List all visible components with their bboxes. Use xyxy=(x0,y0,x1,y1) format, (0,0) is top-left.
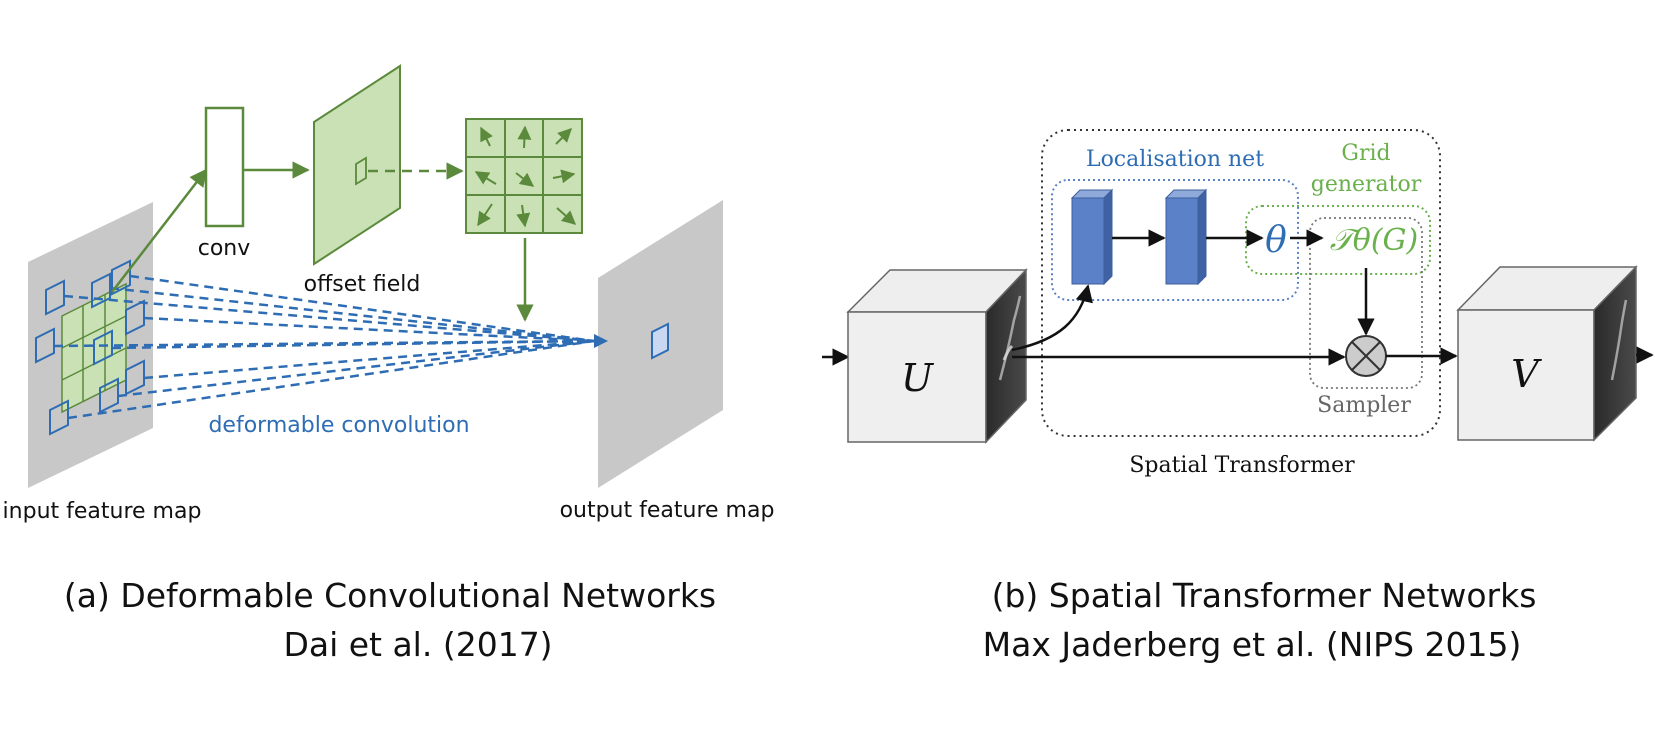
output-cube-V xyxy=(1456,265,1638,442)
conv-box xyxy=(204,106,245,228)
grid-generator-label-line2: generator xyxy=(1311,172,1422,197)
input-feature-map-label: input feature map xyxy=(3,499,202,524)
caption-b-line2: Max Jaderberg et al. (NIPS 2015) xyxy=(983,625,1522,664)
localisation-layer-1 xyxy=(1070,188,1114,286)
arrow-input-to-conv xyxy=(111,168,208,293)
grid-generator-label-line1: Grid xyxy=(1341,141,1390,166)
localisation-net-label: Localisation net xyxy=(1086,147,1264,172)
offsets-grid xyxy=(465,118,583,234)
panel-a: conv offset field input feature map outp… xyxy=(3,64,775,664)
deformable-convolution-label: deformable convolution xyxy=(208,413,469,438)
caption-a-line2: Dai et al. (2017) xyxy=(283,625,552,664)
conv-label: conv xyxy=(198,236,251,261)
deformed-sampling-locations xyxy=(35,259,145,436)
sampler-label: Sampler xyxy=(1317,393,1411,418)
localisation-layer-2 xyxy=(1164,188,1208,286)
localisation-net-box xyxy=(1051,179,1299,301)
U-label: U xyxy=(901,356,935,400)
theta-symbol: θ xyxy=(1265,220,1287,261)
spatial-transformer-box xyxy=(1041,129,1441,437)
V-label: V xyxy=(1511,352,1542,396)
output-arrowhead xyxy=(594,334,608,348)
caption-a-line1: (a) Deformable Convolutional Networks xyxy=(64,576,716,615)
transform-symbol: 𝒯θ(G) xyxy=(1330,223,1418,258)
offset-field-label: offset field xyxy=(304,272,421,297)
input-cube-U xyxy=(846,268,1028,444)
spatial-transformer-label: Spatial Transformer xyxy=(1129,453,1355,478)
offset-cell xyxy=(355,156,367,186)
arrow-U-to-localisation xyxy=(1011,284,1093,352)
sampler-box xyxy=(1309,217,1423,389)
deformable-convolution-rays xyxy=(53,274,595,420)
panel-b: U Localisation net Grid generator Sample… xyxy=(822,129,1654,664)
output-cell xyxy=(651,322,669,360)
output-feature-map-label: output feature map xyxy=(560,498,775,523)
grid-generator-box xyxy=(1245,205,1431,275)
caption-b-line1: (b) Spatial Transformer Networks xyxy=(992,576,1537,615)
sampler-node-icon xyxy=(1345,335,1387,377)
offset-field-plane xyxy=(313,64,401,266)
